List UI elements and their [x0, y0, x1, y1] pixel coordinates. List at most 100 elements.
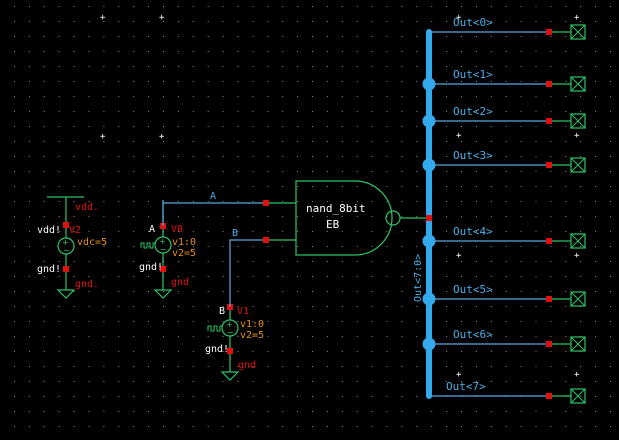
grid-dot [416, 336, 418, 337]
grid-dot [326, 186, 328, 187]
grid-dot [416, 276, 418, 277]
grid-dot [535, 186, 537, 187]
grid-dot [505, 336, 507, 337]
grid-dot [535, 426, 537, 427]
output-pin-row[interactable]: Out<5> [422, 283, 586, 307]
grid-dot [58, 171, 60, 172]
output-pin-icon [570, 233, 586, 249]
pin-square[interactable] [63, 266, 69, 272]
grid-dot [267, 216, 269, 217]
grid-dot [58, 111, 60, 112]
grid-dot [177, 351, 179, 352]
grid-dot [312, 426, 313, 427]
grid-dot [535, 156, 537, 157]
grid-dot [490, 6, 492, 7]
output-pin-row[interactable]: Out<7> [429, 380, 586, 404]
grid-dot [610, 126, 611, 127]
grid-dot [565, 21, 567, 22]
grid-dot [550, 51, 552, 52]
pin-square[interactable] [160, 266, 166, 272]
pin-square[interactable] [546, 238, 552, 244]
grid-dot [490, 306, 492, 307]
output-pin-row[interactable]: Out<0> [429, 16, 586, 40]
grid-dot [148, 81, 150, 82]
grid-dot [267, 261, 269, 262]
pin-square[interactable] [546, 118, 552, 124]
output-pin-row[interactable]: Out<6> [422, 328, 586, 352]
pin-square[interactable] [546, 162, 552, 168]
pulse-source-v0[interactable]: + − A V0 v1:0 v2=5 gnd! gnd [139, 200, 196, 299]
output-pin-row[interactable]: Out<1> [422, 68, 586, 92]
output-pin-row[interactable]: Out<4> [422, 225, 586, 249]
grid-dot [133, 171, 135, 172]
grid-dot [237, 231, 239, 232]
grid-dot [565, 66, 567, 67]
pin-square[interactable] [263, 237, 269, 243]
grid-dot [386, 21, 388, 22]
grid-dot [446, 156, 448, 157]
svg-text:+: + [159, 237, 166, 246]
net-label-gnd: gnd [171, 277, 189, 288]
output-pin-icon [570, 157, 586, 173]
wire-a[interactable]: A [162, 191, 266, 226]
pin-square[interactable] [227, 348, 233, 354]
pin-square[interactable] [63, 222, 69, 228]
grid-dot [297, 141, 299, 142]
grid-dot [43, 426, 45, 427]
pin-square[interactable] [263, 200, 269, 206]
grid-dot [490, 336, 492, 337]
grid-dot [416, 51, 418, 52]
pin-square[interactable] [546, 29, 552, 35]
output-pin-row[interactable]: Out<2> [422, 105, 586, 129]
grid-dot [490, 276, 492, 277]
grid-dot [341, 81, 343, 82]
grid-dot [520, 291, 522, 292]
grid-dot [386, 336, 388, 337]
grid-dot [192, 81, 194, 82]
output-pin-row[interactable]: Out<3> [422, 149, 586, 173]
dc-source-v2[interactable]: + − vdd. V2 vdd! vdc=5 gnd! gnd. [37, 196, 107, 299]
bus-out[interactable]: Out<7:0> [413, 29, 432, 399]
grid-dot [550, 426, 552, 427]
nand-gate-eb[interactable]: nand_8bit EB [263, 180, 430, 256]
grid-dot [148, 336, 150, 337]
grid-dot [475, 111, 477, 112]
pin-square[interactable] [426, 215, 432, 221]
grid-dot [416, 201, 418, 202]
wire-b[interactable]: B [229, 228, 266, 307]
ground-icon [153, 289, 173, 299]
grid-dot [312, 246, 313, 247]
grid-dot [267, 126, 269, 127]
grid-dot [595, 396, 597, 397]
grid-dot [475, 81, 477, 82]
grid-dot [222, 291, 224, 292]
param-label: v1:0 [172, 237, 196, 248]
pulse-source-icon [154, 236, 172, 254]
grid-dot [88, 21, 90, 22]
grid-dot [177, 156, 179, 157]
grid-dot [490, 171, 492, 172]
grid-dot [282, 141, 284, 142]
grid-dot [207, 81, 209, 82]
grid-dot [237, 201, 239, 202]
pin-square[interactable] [546, 341, 552, 347]
grid-dot [312, 171, 313, 172]
grid-dot [580, 51, 582, 52]
grid-dot [163, 186, 164, 187]
grid-dot [28, 261, 30, 262]
grid-dot [73, 396, 75, 397]
grid-dot [550, 201, 552, 202]
grid-dot [297, 81, 299, 82]
grid-dot [207, 216, 209, 217]
grid-dot [237, 366, 239, 367]
grid-dot [267, 21, 269, 22]
grid-dot [297, 201, 299, 202]
pin-square[interactable] [546, 296, 552, 302]
pulse-source-v1[interactable]: + − B V1 v1:0 v2=5 gnd! gnd [205, 304, 264, 381]
grid-dot [88, 81, 90, 82]
grid-dot [401, 261, 403, 262]
pin-square[interactable] [546, 393, 552, 399]
grid-dot [192, 276, 194, 277]
pin-square[interactable] [546, 81, 552, 87]
